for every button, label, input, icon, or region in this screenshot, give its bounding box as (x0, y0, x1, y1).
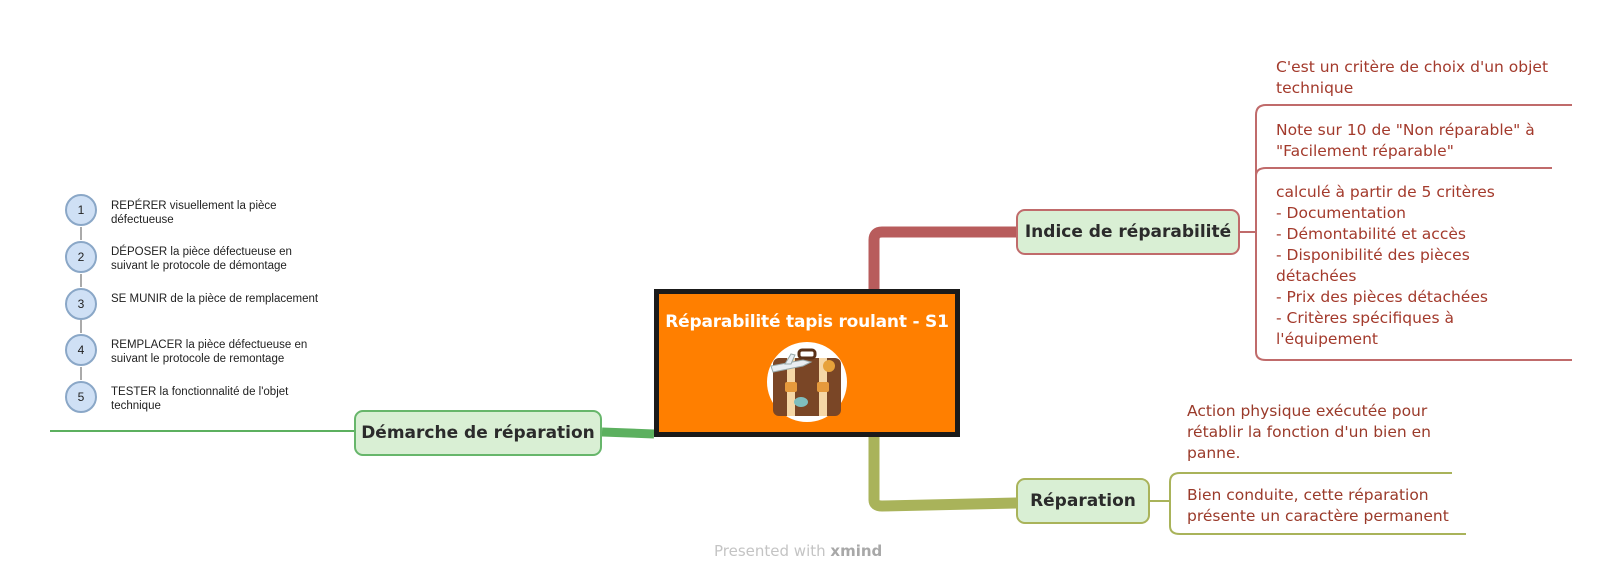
step-2-number: 2 (65, 241, 97, 273)
footer-prefix: Presented with (714, 542, 826, 560)
presented-with-footer[interactable]: Presented with xmind (714, 542, 882, 560)
central-title: Réparabilité tapis roulant - S1 (665, 312, 949, 332)
central-topic[interactable]: Réparabilité tapis roulant - S1 (654, 289, 960, 437)
suitcase-icon (767, 342, 847, 422)
step-5-number: 5 (65, 381, 97, 413)
step-4-text: REMPLACER la pièce défectueuse en suivan… (111, 339, 308, 365)
connector-reparation (868, 431, 1022, 512)
step-3-text: SE MUNIR de la pièce de remplacement (111, 293, 319, 305)
note-indice-note[interactable]: Note sur 10 de "Non réparable" à "Facile… (1276, 121, 1535, 160)
bracket-reparation (1150, 472, 1466, 535)
note-indice-critere[interactable]: C'est un critère de choix d'un objet tec… (1276, 58, 1549, 97)
step-5-text: TESTER la fonctionnalité de l'objet tech… (111, 386, 289, 412)
topic-indice-reparabilite[interactable]: Indice de réparabilité (1016, 209, 1240, 255)
note-reparation-permanent[interactable]: Bien conduite, cette réparation présente… (1187, 486, 1449, 525)
topic-reparation[interactable]: Réparation (1016, 478, 1150, 524)
bracket-indice (1240, 104, 1572, 361)
step-4-number: 4 (65, 334, 97, 366)
note-reparation-definition[interactable]: Action physique exécutée pour rétablir l… (1187, 402, 1431, 462)
connector-demarche (601, 427, 655, 439)
step-3-number: 3 (65, 288, 97, 320)
step-1-number: 1 (65, 194, 97, 226)
topic-demarche-reparation[interactable]: Démarche de réparation (354, 410, 602, 456)
connector-indice (868, 226, 1022, 296)
note-indice-criteres[interactable]: calculé à partir de 5 critères - Documen… (1276, 183, 1495, 348)
step-2-text: DÉPOSER la pièce défectueuse en suivant … (111, 246, 292, 272)
step-1-text: REPÉRER visuellement la pièce défectueus… (111, 200, 277, 226)
xmind-brand: xmind (830, 542, 883, 560)
